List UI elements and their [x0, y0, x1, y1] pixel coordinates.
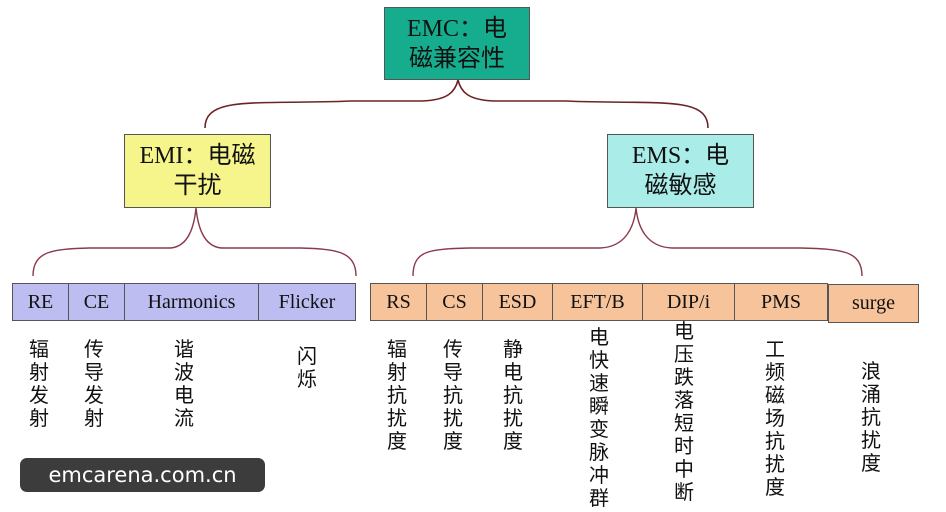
ems-item-rs: RS [370, 283, 427, 321]
emi-node: EMI：电磁干扰 [124, 134, 271, 208]
desc-cs: 传导抗扰度 [443, 337, 463, 453]
emc-node: EMC：电磁兼容性 [384, 7, 530, 80]
ems-item-code: CS [442, 290, 467, 313]
ems-item-surge: surge [828, 284, 919, 323]
desc-esd: 静电抗扰度 [503, 337, 523, 453]
emi-item-harmonics: Harmonics [124, 283, 259, 321]
emi-connector [32, 207, 357, 277]
ems-node: EMS：电磁敏感 [607, 134, 754, 208]
desc-dipi: 电压跌落短时中断 [674, 319, 694, 504]
ems-item-cs: CS [426, 283, 483, 321]
emi-item-re: RE [12, 283, 69, 321]
emi-item-code: Flicker [278, 290, 336, 313]
emc-label: EMC：电磁兼容性 [406, 15, 507, 72]
ems-item-eftb: EFT/B [552, 283, 643, 321]
watermark: emcarena.com.cn [20, 458, 265, 492]
ems-connector [412, 207, 863, 277]
emi-item-ce: CE [68, 283, 125, 321]
emi-item-code: RE [27, 290, 54, 313]
emi-item-flicker: Flicker [258, 283, 356, 321]
desc-harmonics: 谐波电流 [174, 337, 194, 430]
ems-item-pms: PMS [734, 283, 828, 321]
ems-item-code: PMS [760, 290, 802, 313]
ems-item-esd: ESD [482, 283, 553, 321]
emi-label: EMI：电磁干扰 [139, 143, 256, 199]
desc-re: 辐射发射 [29, 337, 49, 430]
ems-item-dipi: DIP/i [642, 283, 735, 321]
ems-item-code: DIP/i [666, 290, 711, 313]
desc-flicker: 闪烁 [297, 344, 317, 391]
ems-item-code: surge [852, 292, 895, 314]
desc-ce: 传导发射 [84, 337, 104, 430]
desc-surge: 浪涌抗扰度 [861, 359, 881, 475]
emi-item-code: Harmonics [147, 290, 236, 313]
ems-item-code: ESD [498, 290, 537, 313]
ems-item-code: RS [386, 290, 411, 313]
ems-item-code: EFT/B [570, 290, 625, 313]
desc-pms: 工频磁场抗扰度 [765, 337, 785, 499]
ems-label: EMS：电磁敏感 [631, 143, 730, 199]
emi-item-code: CE [83, 290, 110, 313]
desc-rs: 辐射抗扰度 [387, 337, 407, 453]
emc-connector [204, 79, 709, 129]
desc-eftb: 电快速瞬变脉冲群 [589, 325, 609, 510]
